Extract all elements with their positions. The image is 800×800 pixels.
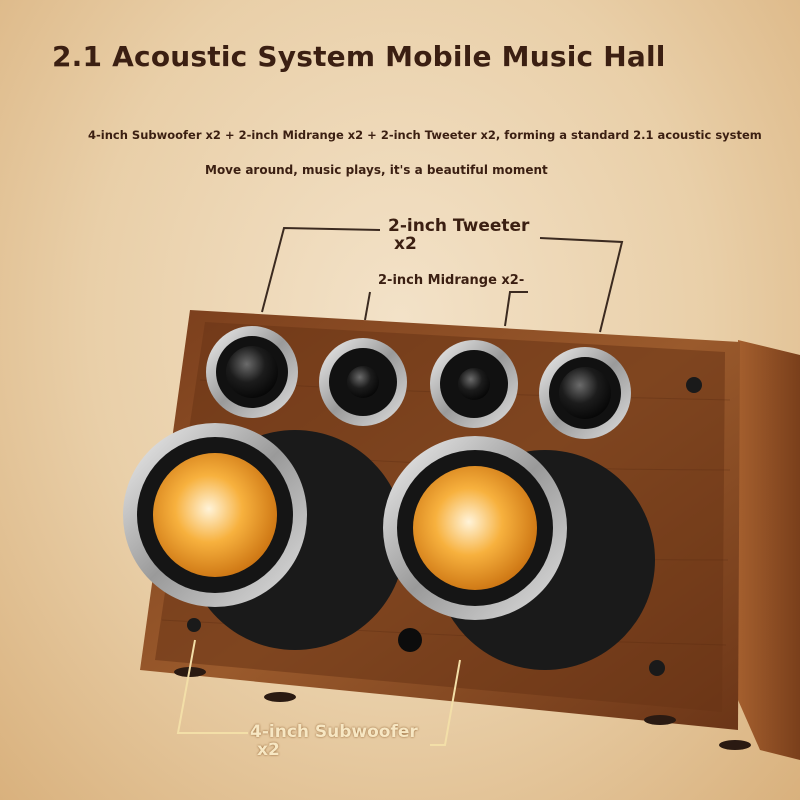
midrange-callout-label: 2-inch Midrange x2- [378, 273, 525, 288]
foot [644, 715, 676, 725]
midrange-left [319, 338, 407, 426]
foot [719, 740, 751, 750]
tweeter-callout-line [261, 226, 381, 313]
tweeter-callout-label: 2-inch Tweeter x2 [388, 216, 530, 254]
subwoofer-callout-line [176, 639, 248, 734]
tweeter-left [206, 326, 298, 418]
screw [649, 660, 665, 676]
tweeter-right [539, 347, 631, 439]
midrange-callout-line [364, 291, 371, 321]
subwoofer-right [383, 436, 655, 670]
subwoofer-callout-label: 4-inch Subwoofer x2 [250, 722, 418, 760]
foot [264, 692, 296, 702]
tweeter-callout-line1: 2-inch Tweeter [388, 216, 530, 236]
subwoofer-callout-line1: 4-inch Subwoofer [250, 722, 418, 742]
subwoofer-callout-line [430, 659, 461, 746]
tweeter-callout-line2: x2 [394, 233, 417, 254]
subwoofer-left [123, 423, 405, 650]
page-subtitle: 4-inch Subwoofer x2 + 2-inch Midrange x2… [88, 128, 762, 142]
screw [187, 618, 201, 632]
cabinet-side [738, 340, 800, 760]
midrange-callout-line [504, 291, 528, 327]
page-tagline: Move around, music plays, it's a beautif… [205, 163, 548, 177]
page-title: 2.1 Acoustic System Mobile Music Hall [52, 40, 666, 73]
subwoofer-callout-line2: x2 [257, 739, 280, 760]
bass-port [398, 628, 422, 652]
midrange-right [430, 340, 518, 428]
screw [686, 377, 702, 393]
tweeter-callout-line [539, 237, 624, 333]
